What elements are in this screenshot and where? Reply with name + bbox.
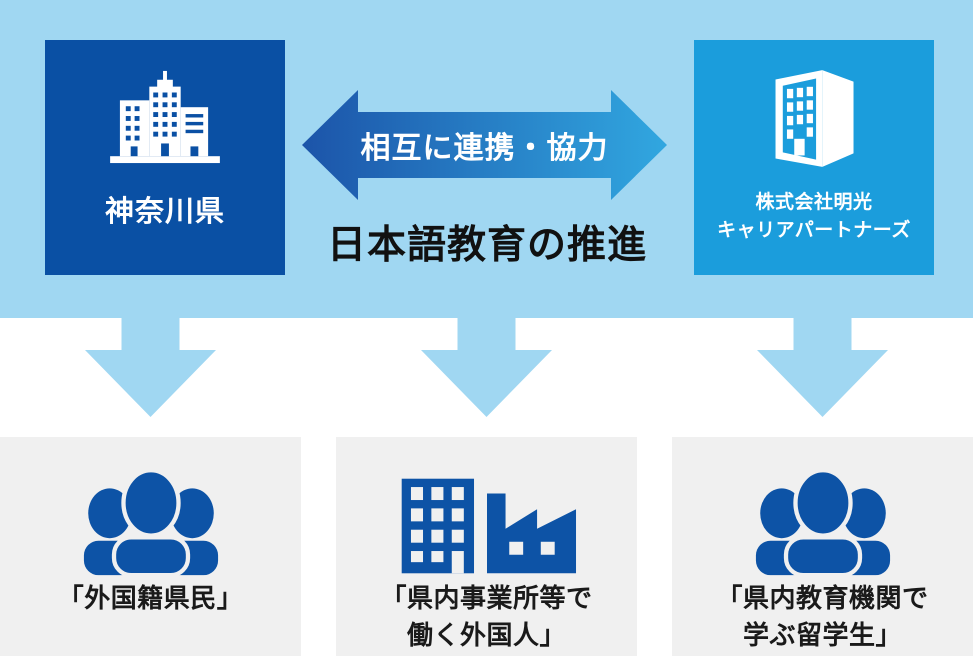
target-box-international-students: 「県内教育機関で 学ぶ留学生」 [672, 437, 973, 656]
people-group-icon-wrap [737, 455, 909, 577]
target-label-line2: 学ぶ留学生」 [742, 621, 902, 651]
target-label: 「県内事業所等で 働く外国人」 [380, 581, 592, 655]
target-label-line1: 「外国籍県民」 [57, 584, 244, 614]
government-building-icon [110, 70, 220, 164]
target-label: 「県内教育機関で 学ぶ留学生」 [716, 581, 928, 655]
target-box-foreign-residents: 「外国籍県民」 [0, 437, 301, 656]
down-arrow-icon [421, 318, 552, 417]
building-factory-icon [401, 478, 576, 574]
mutual-cooperation-label: 相互に連携・協力 [360, 131, 609, 166]
down-arrow-icon [85, 318, 216, 417]
target-label: 「外国籍県民」 [58, 581, 244, 618]
kanagawa-box: 神奈川県 [45, 40, 285, 275]
kanagawa-label: 神奈川県 [104, 194, 225, 228]
building-factory-icon-wrap [394, 455, 580, 577]
target-label-line1: 「県内事業所等で [380, 584, 593, 614]
people-group-icon [83, 468, 218, 577]
people-group-icon-wrap [65, 455, 237, 577]
down-arrow-icon [757, 318, 888, 417]
meiko-box: 株式会社明光 キャリアパートナーズ [694, 40, 934, 275]
meiko-label: 株式会社明光 キャリアパートナーズ [717, 188, 911, 244]
office-building-3d-icon [775, 70, 854, 167]
headline-japanese-education: 日本語教育の推進 [326, 223, 647, 268]
double-headed-arrow-icon [302, 90, 667, 200]
meiko-label-line2: キャリアパートナーズ [717, 219, 911, 241]
target-label-line1: 「県内教育機関で [716, 584, 929, 614]
meiko-label-line1: 株式会社明光 [755, 191, 873, 213]
target-box-foreign-workers: 「県内事業所等で 働く外国人」 [336, 437, 637, 656]
people-group-icon [755, 468, 890, 577]
target-label-line2: 働く外国人」 [406, 621, 566, 651]
